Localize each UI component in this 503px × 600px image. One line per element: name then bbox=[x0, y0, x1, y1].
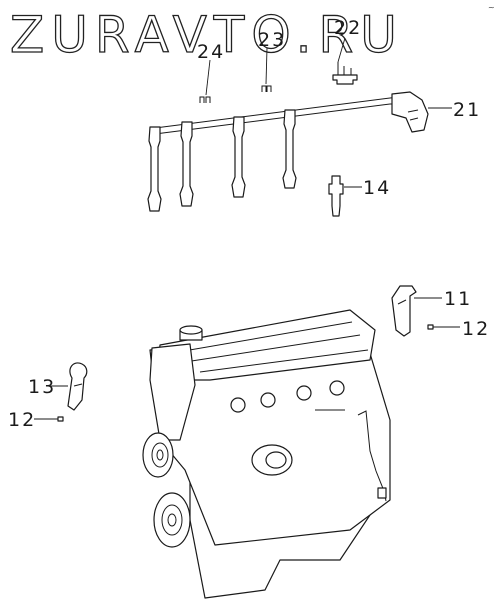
engine-block bbox=[142, 309, 391, 599]
oil-filler-cap bbox=[179, 325, 203, 341]
block-port-3 bbox=[296, 385, 312, 401]
callout-13: 13 bbox=[28, 376, 56, 398]
oil-filter bbox=[251, 444, 293, 476]
spark-boot-1 bbox=[147, 126, 162, 212]
site-watermark: ZURAVTO.RU bbox=[10, 6, 404, 64]
upper-pulley bbox=[142, 432, 174, 478]
block-port-4 bbox=[329, 380, 345, 396]
crank-pulley bbox=[153, 492, 191, 548]
part-14-spark-plug bbox=[328, 175, 362, 217]
callout-11: 11 bbox=[444, 288, 472, 310]
part-13-hook-bracket bbox=[50, 362, 88, 411]
callout-12-right: 12 bbox=[462, 318, 490, 340]
spark-boot-2 bbox=[179, 121, 194, 207]
spark-boot-3 bbox=[231, 116, 246, 198]
spark-boot-4 bbox=[282, 109, 297, 189]
part-21-ignition-leads bbox=[147, 91, 452, 212]
block-port-1 bbox=[230, 397, 246, 413]
part-12-bolt-right bbox=[427, 324, 460, 330]
callout-12-left: 12 bbox=[8, 409, 36, 431]
part-24-clip bbox=[199, 59, 211, 103]
callout-21: 21 bbox=[453, 99, 481, 121]
corner-mark: ~ bbox=[488, 3, 495, 12]
part-22-bracket bbox=[332, 37, 358, 85]
callout-24: 24 bbox=[197, 41, 225, 63]
callout-23: 23 bbox=[258, 29, 286, 51]
part-12-bolt-left bbox=[34, 416, 64, 422]
callout-22: 22 bbox=[334, 17, 362, 39]
part-23-clip bbox=[261, 47, 272, 92]
part-11-bracket bbox=[391, 285, 442, 337]
callout-14: 14 bbox=[363, 177, 391, 199]
block-port-2 bbox=[260, 392, 276, 408]
